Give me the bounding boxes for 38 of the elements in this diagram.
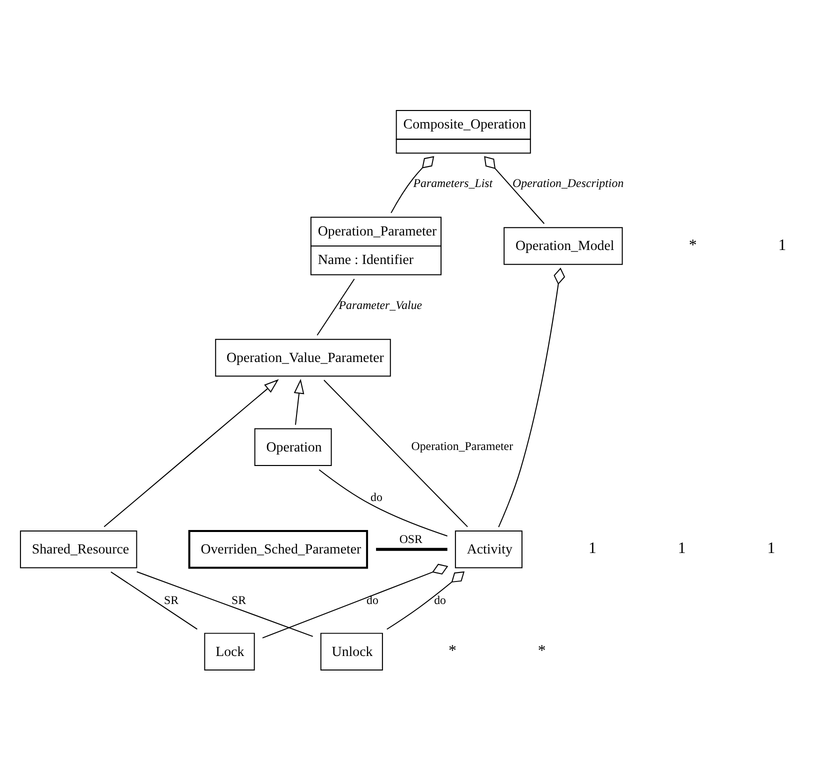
edge-label: SR bbox=[231, 593, 246, 608]
edge-label: Operation_Parameter bbox=[411, 439, 514, 454]
label: * bbox=[448, 642, 456, 660]
edge-label: Parameters_List bbox=[413, 176, 493, 190]
label: 1 bbox=[778, 236, 786, 254]
label: * bbox=[538, 642, 546, 660]
label: * bbox=[688, 236, 697, 254]
label: 1 bbox=[678, 540, 686, 558]
edge-label: Operation_Description bbox=[512, 176, 624, 190]
edge-label: do bbox=[370, 490, 382, 504]
node-box: Unlock bbox=[320, 632, 383, 671]
arrow bbox=[104, 379, 279, 528]
connector bbox=[110, 571, 198, 630]
node-box: Operation_Model bbox=[504, 227, 623, 265]
node-box: Overriden_Sched_Parameter bbox=[188, 530, 368, 569]
edge-label: do bbox=[434, 593, 446, 608]
label: 1 bbox=[767, 540, 776, 558]
connector bbox=[316, 278, 355, 336]
node-box: Operation_Value_Parameter bbox=[215, 338, 391, 377]
node-box: Activity bbox=[454, 530, 522, 568]
connector bbox=[484, 156, 545, 224]
connector bbox=[376, 548, 448, 551]
connector bbox=[498, 268, 566, 528]
connector bbox=[136, 571, 314, 637]
node-box: Operation bbox=[254, 428, 332, 466]
edge-label: do bbox=[366, 593, 378, 608]
connector bbox=[262, 564, 448, 638]
connector bbox=[390, 156, 434, 214]
connector bbox=[323, 380, 468, 528]
node-box: Shared_Resource bbox=[20, 530, 138, 568]
edge-label: SR bbox=[164, 593, 179, 608]
connector bbox=[318, 469, 448, 536]
arrow bbox=[294, 378, 304, 426]
edge-label: Parameter_Value bbox=[338, 298, 422, 312]
edge-label: OSR bbox=[399, 532, 423, 546]
label: 1 bbox=[588, 540, 596, 558]
connector bbox=[386, 571, 465, 630]
node-box: Lock bbox=[204, 632, 255, 671]
